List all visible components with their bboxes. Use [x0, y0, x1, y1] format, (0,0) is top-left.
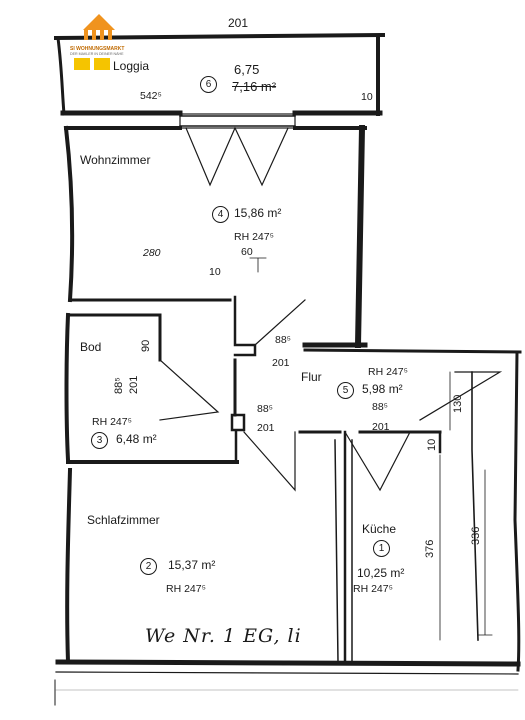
logo-subtitle: DER MAKLER IN DEINER NÄHE	[70, 52, 124, 56]
room-number-wohnzimmer: 4	[212, 206, 229, 223]
schlafzimmer-area: 15,37 m²	[168, 558, 216, 572]
dim-door-885-b: 88⁵	[257, 403, 274, 415]
room-number-bod: 3	[91, 432, 108, 449]
schlaf-left-wall	[65, 467, 73, 665]
handwritten-unit-label: We Nr. 1 EG, li	[145, 625, 302, 647]
outer-wall-left-upper	[63, 125, 75, 303]
logo-bar-icon	[108, 30, 112, 40]
dim-bod-201: 201	[128, 375, 140, 394]
bod-door-swing	[159, 359, 220, 421]
room-number-kueche: 1	[373, 540, 390, 557]
schlaf-right-wall	[334, 439, 339, 663]
logo-block-icon	[94, 58, 110, 70]
brand-logo: SI WOHNUNGSMARKT DER MAKLER IN DEINER NÄ…	[70, 14, 130, 72]
dim-kueche-336: 336	[470, 526, 482, 545]
dim-loggia-width: 542⁵	[140, 90, 162, 102]
room-number-schlafzimmer: 2	[140, 558, 157, 575]
dim-wohn-width: 280	[143, 247, 161, 259]
dim-bod-885: 88⁵	[113, 377, 125, 394]
wohnzimmer-rh: RH 247⁵	[234, 231, 274, 243]
flur-door-swing-right	[419, 371, 503, 421]
flur-door-swing-mid	[344, 431, 411, 492]
bod-rh: RH 247⁵	[92, 416, 132, 428]
outer-wall-bottom-outer	[55, 671, 519, 675]
room-number-loggia: 6	[200, 76, 217, 93]
dim-door-201-a: 201	[272, 357, 290, 369]
window-loggia	[179, 115, 296, 127]
dim-bod-90: 90	[140, 339, 152, 352]
room-label-loggia: Loggia	[113, 59, 150, 73]
dim-door-201-c: 201	[372, 421, 390, 433]
outer-wall-bottom	[55, 659, 521, 667]
flur-top-wall	[303, 348, 522, 354]
room-label-bod: Bod	[80, 340, 102, 354]
door-diagonal-wohn	[254, 299, 306, 346]
kueche-area: 10,25 m²	[357, 566, 405, 580]
wohnzimmer-area: 15,86 m²	[234, 206, 282, 220]
logo-bar-icon	[92, 30, 96, 40]
kueche-rh: RH 247⁵	[353, 583, 393, 595]
kueche-inner-right	[471, 371, 479, 641]
wohn-partition	[233, 295, 257, 357]
dim-line-wohn-60	[249, 257, 267, 273]
dim-line-kueche-336	[477, 469, 493, 636]
room-label-schlafzimmer: Schlafzimmer	[87, 513, 160, 527]
dim-flur-10: 10	[426, 438, 438, 451]
bod-door-pillar	[230, 413, 246, 464]
dim-wohn-60: 60	[241, 246, 253, 258]
logo-bar-icon	[100, 30, 104, 40]
window-frame	[179, 113, 296, 129]
outer-wall-right	[513, 350, 521, 672]
room-number-flur: 5	[337, 382, 354, 399]
loggia-left-wall	[56, 36, 66, 116]
schlaf-door-swing	[243, 431, 296, 492]
bod-area: 6,48 m²	[116, 432, 157, 446]
bod-right-wall	[158, 313, 237, 417]
loggia-area-new: 6,75	[234, 62, 260, 77]
dim-door-885-c: 88⁵	[372, 401, 389, 413]
bod-left-wall	[64, 312, 71, 463]
loggia-area-old: 7,16 m²	[232, 79, 277, 94]
dim-loggia-depth: 10	[361, 91, 373, 103]
logo-title: SI WOHNUNGSMARKT	[70, 46, 125, 52]
logo-block-icon	[74, 58, 90, 70]
dim-flur-130: 130	[452, 394, 464, 413]
dim-door-885-a: 88⁵	[275, 334, 292, 346]
door-swing-wohn	[185, 126, 289, 187]
dim-kueche-376: 376	[424, 539, 436, 558]
logo-bar-icon	[84, 30, 88, 40]
wohn-right-wall	[354, 124, 366, 349]
flur-area: 5,98 m²	[362, 382, 403, 396]
dim-wohn-10: 10	[209, 266, 221, 278]
schlafzimmer-rh: RH 247⁵	[166, 583, 206, 595]
room-label-kueche: Küche	[362, 522, 397, 536]
dim-top-width: 201	[228, 16, 249, 30]
room-label-flur: Flur	[301, 370, 322, 384]
flur-rh: RH 247⁵	[368, 366, 408, 378]
house-roof-icon	[83, 14, 115, 30]
dim-door-201-b: 201	[257, 422, 275, 434]
room-label-wohnzimmer: Wohnzimmer	[80, 153, 151, 167]
